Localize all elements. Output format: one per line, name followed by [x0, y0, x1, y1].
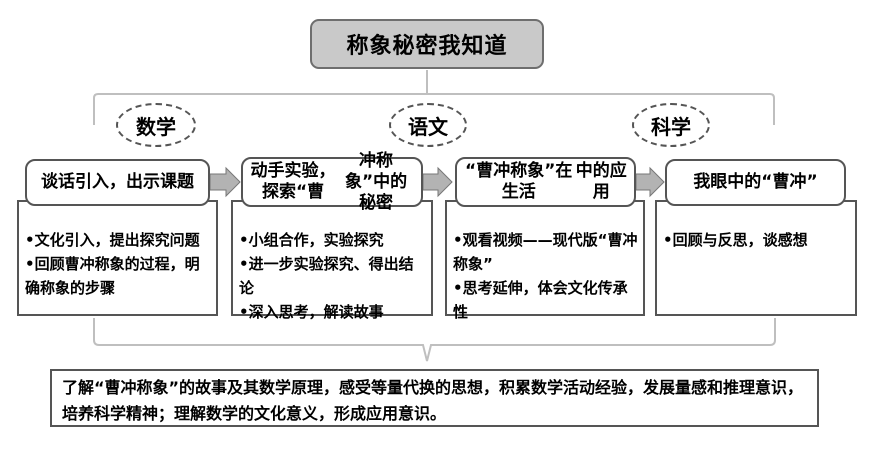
stage-4-title: 我眼中的“曹冲” — [665, 159, 846, 206]
stage-4-details: •回顾与反思，谈感想 — [655, 200, 857, 316]
list-item: •文化引入，提出探究问题 — [25, 231, 200, 249]
arrow-1 — [209, 166, 241, 198]
list-item: •回顾曹冲称象的过程，明确称象的步骤 — [25, 255, 200, 297]
summary-box: 了解“曹冲称象”的故事及其数学原理，感受等量代换的思想，积累数学活动经验，发展量… — [50, 369, 819, 427]
stage-3-title: “曹冲称象”在生活 中的应用 — [455, 157, 636, 207]
stage-title-line: 谈话引入，出示课题 — [41, 172, 194, 192]
bottom-bracket — [93, 318, 776, 362]
stage-1-title: 谈话引入，出示课题 — [25, 159, 210, 206]
stage-title-line: 冲称象”中的秘密 — [344, 150, 408, 213]
list-item: •深入思考，解读故事 — [239, 303, 384, 321]
list-item: •进一步实验探究、得出结论 — [239, 255, 414, 297]
arrow-2 — [422, 166, 453, 198]
stage-title-line: 我眼中的“曹冲” — [693, 172, 818, 192]
stage-title-line: 中的应用 — [575, 161, 627, 202]
stage-2-title: 动手实验，探索“曹 冲称象”中的秘密 — [241, 151, 423, 213]
list-item: •思考延伸，体会文化传承性 — [453, 279, 628, 321]
stage-3-details: •观看视频——现代版“曹冲称象” •思考延伸，体会文化传承性 — [445, 200, 645, 321]
stage-title-line: “曹冲称象”在生活 — [465, 161, 573, 202]
list-item: •回顾与反思，谈感想 — [663, 231, 808, 249]
subject-science: 科学 — [632, 103, 710, 147]
arrow-3 — [635, 166, 665, 198]
stage-title-line: 动手实验，探索“曹 — [250, 161, 336, 202]
top-bracket — [93, 70, 775, 125]
list-item: •观看视频——现代版“曹冲称象” — [453, 231, 638, 273]
list-item: •小组合作，实验探究 — [239, 231, 384, 249]
subject-chinese: 语文 — [389, 103, 467, 147]
page-title: 称象秘密我知道 — [310, 19, 544, 69]
stage-2-details: •小组合作，实验探究 •进一步实验探究、得出结论 •深入思考，解读故事 — [231, 200, 433, 321]
stage-1-details: •文化引入，提出探究问题 •回顾曹冲称象的过程，明确称象的步骤 — [17, 200, 218, 316]
subject-math: 数学 — [116, 103, 196, 147]
